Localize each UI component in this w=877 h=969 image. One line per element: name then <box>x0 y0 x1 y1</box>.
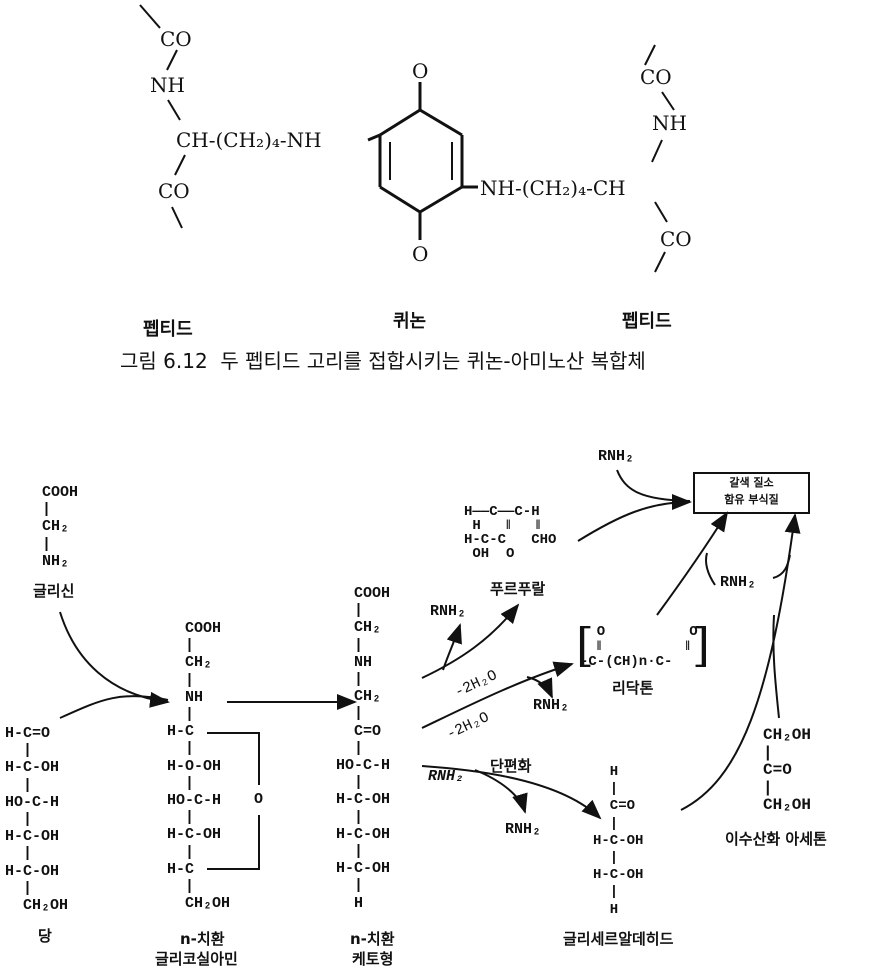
glyceraldehyde-structure: H | C=O | H-C-OH | H-C-OH | H <box>593 764 644 918</box>
right-peptide-chain: NH-(CH₂)₄-CH <box>480 176 626 200</box>
figure-caption: 그림 6.12 두 펩티드 고리를 접합시키는 퀴논-아미노산 복합체 <box>120 349 646 373</box>
dihydroxyacetone-structure: CH₂OH | C=O | CH₂OH <box>763 726 812 814</box>
furfural-label: 푸르푸랄 <box>490 580 546 598</box>
glycosylamine-structure: COOH | CH₂ | NH | H-C | H-O-OH | HO-C-H … <box>167 620 231 913</box>
arrow-glyceraldehyde-to-product <box>680 513 801 811</box>
rnh2-furfural: RNH₂ <box>430 603 467 620</box>
bond <box>644 44 656 66</box>
sugar-label: 당 <box>38 927 52 945</box>
quinone-o-top: O <box>412 59 429 83</box>
arrow-reductone-to-product <box>656 511 729 616</box>
arrow-to-furfural <box>421 603 520 679</box>
glycosylamine-label-1: n-치환 <box>180 930 225 948</box>
arrow-rnh2-release-1 <box>442 623 462 671</box>
rnh2-fission-in: RNH₂ <box>428 768 465 785</box>
glycine-label: 글리신 <box>33 582 75 600</box>
right-peptide-co-bottom: CO <box>660 227 692 251</box>
left-peptide-co-top: CO <box>160 27 192 51</box>
rnh2-reductone: RNH₂ <box>533 697 570 714</box>
furfural-structure: H——C——C-H H ‖ ‖ H-C-C CHO OH O <box>464 504 557 562</box>
left-peptide-co-bottom: CO <box>158 179 190 203</box>
bond <box>139 4 161 29</box>
glycosylamine-ring-oxygen: O <box>254 791 264 808</box>
left-peptide-nh: NH <box>150 73 185 97</box>
rnh2-fission-out: RNH₂ <box>505 821 542 838</box>
rnh2-right: RNH₂ <box>720 574 757 591</box>
bond <box>171 206 183 229</box>
quinone-ring <box>367 82 478 240</box>
glycosylamine-label-2: 글리코실아민 <box>155 950 238 968</box>
arrow-glycine <box>59 611 170 708</box>
arrow-rnh2-release-3 <box>474 769 528 814</box>
ring-bond <box>207 732 260 870</box>
right-peptide-co-top: CO <box>640 65 672 89</box>
arrow-to-glyceraldehyde <box>421 765 602 820</box>
glycine-structure: COOH | CH₂ | NH₂ <box>42 484 79 570</box>
arrow-dha <box>772 614 780 719</box>
reductone-bracket-right: ] <box>692 618 710 672</box>
bond <box>654 201 668 223</box>
arrow-rnh2-top <box>616 469 691 502</box>
arrow-furfural-to-product <box>577 494 692 542</box>
sugar-structure: H-C=O | H-C-OH | HO-C-H | H-C-OH | H-C-O… <box>5 725 69 915</box>
ketose-label-2: 케토형 <box>352 950 394 968</box>
bond <box>661 91 675 111</box>
right-peptide-nh: NH <box>652 111 687 135</box>
reductone-structure: O O ‖ ‖ -C-(CH)n·C- <box>580 624 698 670</box>
product-box: 갈색 질소 함유 부식질 <box>693 472 810 514</box>
reductone-bracket-left: [ <box>576 618 594 672</box>
glyceraldehyde-label: 글리세르알데히드 <box>563 930 674 948</box>
dihydroxyacetone-label: 이수산화 아세톤 <box>725 830 827 848</box>
bond <box>651 139 663 163</box>
bond <box>654 251 666 273</box>
ketose-label-1: n-치환 <box>350 930 395 948</box>
reductone-label: 리닥톤 <box>612 679 654 697</box>
bond <box>174 154 186 176</box>
right-peptide-label: 펩티드 <box>622 311 672 332</box>
arrow-rnh2-right-a <box>705 552 716 586</box>
left-peptide-label: 펩티드 <box>143 319 193 340</box>
arrow-rnh2-right-b <box>772 554 791 579</box>
ketose-structure: COOH | CH₂ | NH | CH₂ | C=O | HO-C-H | H… <box>336 585 391 912</box>
quinone-label: 퀴논 <box>393 311 427 332</box>
fission-label: 단편화 <box>490 757 532 775</box>
product-line-2: 함유 부식질 <box>724 493 779 506</box>
product-line-1: 갈색 질소 <box>729 476 774 489</box>
bond <box>166 49 178 71</box>
rnh2-top: RNH₂ <box>598 448 635 465</box>
arrow-rnh2-release-2 <box>526 676 553 699</box>
left-peptide-chain: CH-(CH₂)₄-NH <box>176 128 322 152</box>
bond <box>167 99 181 121</box>
arrow-to-reductone <box>421 661 574 729</box>
quinone-o-bottom: O <box>412 242 429 266</box>
